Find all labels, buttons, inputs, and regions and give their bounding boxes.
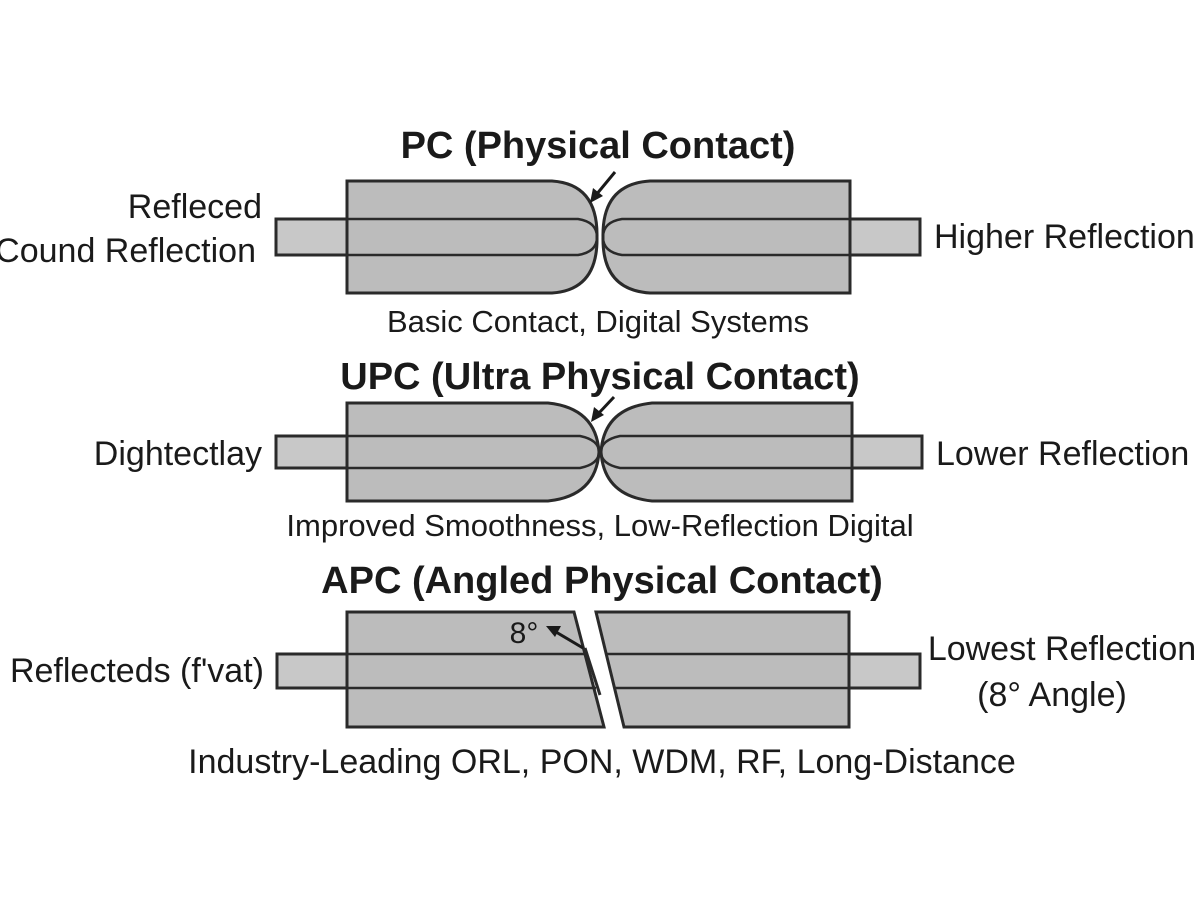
pc-right-label: Higher Reflection: [934, 218, 1195, 256]
apc-left-ferrule: [345, 610, 606, 729]
pc-right-fiber-core: [601, 217, 849, 257]
pc-right-ferrule: [601, 179, 852, 295]
upc-title: UPC (Ultra Physical Contact): [340, 356, 859, 398]
apc-section: APC (Angled Physical Contact) Reflecteds…: [10, 560, 1196, 781]
pc-title: PC (Physical Contact): [401, 125, 796, 167]
upc-section: UPC (Ultra Physical Contact) Dightectlay…: [94, 356, 1189, 543]
upc-left-fiber: [274, 434, 358, 470]
apc-angle-label: 8°: [510, 617, 539, 650]
pc-contact-arrow: [594, 171, 617, 196]
apc-left-fiber: [275, 652, 359, 690]
pc-caption: Basic Contact, Digital Systems: [387, 304, 809, 339]
apc-title: APC (Angled Physical Contact): [321, 560, 883, 602]
apc-right-label-line1: Lowest Reflection: [928, 630, 1196, 668]
upc-left-ferrule: [345, 401, 601, 503]
pc-left-fiber: [274, 217, 358, 257]
upc-contact-arrow: [596, 395, 616, 416]
upc-left-label: Dightectlay: [94, 435, 262, 473]
upc-right-ferrule: [599, 401, 854, 503]
apc-right-ferrule: [594, 610, 851, 729]
apc-angle-gap: [583, 647, 602, 696]
upc-left-fiber-core: [348, 434, 601, 470]
pc-left-ferrule: [345, 179, 599, 295]
apc-angle-arrow-head: [546, 626, 561, 637]
upc-arrow-head: [591, 407, 604, 422]
apc-right-label-line2: (8° Angle): [977, 676, 1127, 714]
pc-left-label-line1: Refleced: [128, 188, 262, 226]
pc-right-fiber: [840, 217, 922, 257]
pc-arrow-head: [590, 188, 603, 203]
pc-section: PC (Physical Contact) Refleced Cound Ref…: [0, 125, 1195, 339]
upc-right-label: Lower Reflection: [936, 435, 1189, 473]
apc-right-fiber: [838, 652, 922, 690]
upc-right-fiber-core: [599, 434, 851, 470]
pc-left-fiber-core: [348, 217, 599, 257]
upc-caption: Improved Smoothness, Low-Reflection Digi…: [286, 508, 913, 543]
apc-angle-arrow: [555, 630, 584, 650]
apc-caption: Industry-Leading ORL, PON, WDM, RF, Long…: [188, 743, 1016, 781]
pc-left-label-line2: Cound Reflection: [0, 232, 256, 270]
upc-right-fiber: [842, 434, 924, 470]
apc-left-label: Reflecteds (f'vat): [10, 652, 264, 690]
